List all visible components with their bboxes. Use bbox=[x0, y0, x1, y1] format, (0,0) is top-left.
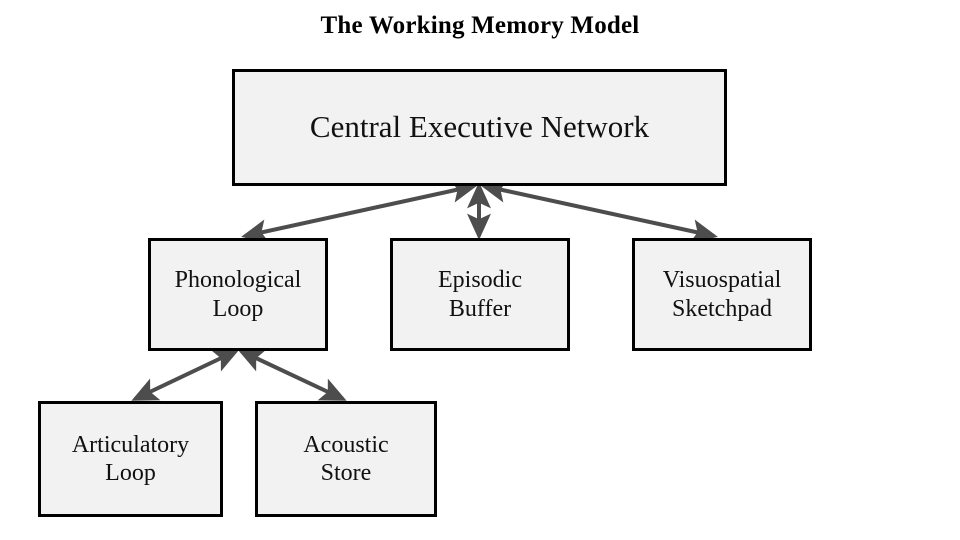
node-phonological-loop[interactable]: Phonological Loop bbox=[148, 238, 328, 351]
node-label: Visuospatial Sketchpad bbox=[662, 267, 782, 322]
edge-phonological-loop-articulatory-loop bbox=[131, 349, 240, 401]
page-title: The Working Memory Model bbox=[320, 12, 640, 39]
node-acoustic-store[interactable]: Acoustic Store bbox=[255, 401, 437, 517]
node-episodic-buffer[interactable]: Episodic Buffer bbox=[390, 238, 570, 351]
node-articulatory-loop[interactable]: Articulatory Loop bbox=[38, 401, 223, 517]
node-label: Phonological Loop bbox=[174, 267, 302, 322]
edge-phonological-loop-acoustic-store bbox=[237, 349, 347, 401]
edge-central-executive-visuospatial-sketchpad bbox=[480, 179, 718, 243]
node-label: Episodic Buffer bbox=[438, 267, 522, 322]
node-label: Central Executive Network bbox=[309, 109, 650, 145]
node-label: Articulatory Loop bbox=[71, 431, 190, 486]
node-label: Acoustic Store bbox=[303, 431, 389, 486]
node-central-executive-network[interactable]: Central Executive Network bbox=[232, 69, 727, 186]
edge-central-executive-phonological-loop bbox=[241, 179, 478, 243]
node-visuospatial-sketchpad[interactable]: Visuospatial Sketchpad bbox=[632, 238, 812, 351]
